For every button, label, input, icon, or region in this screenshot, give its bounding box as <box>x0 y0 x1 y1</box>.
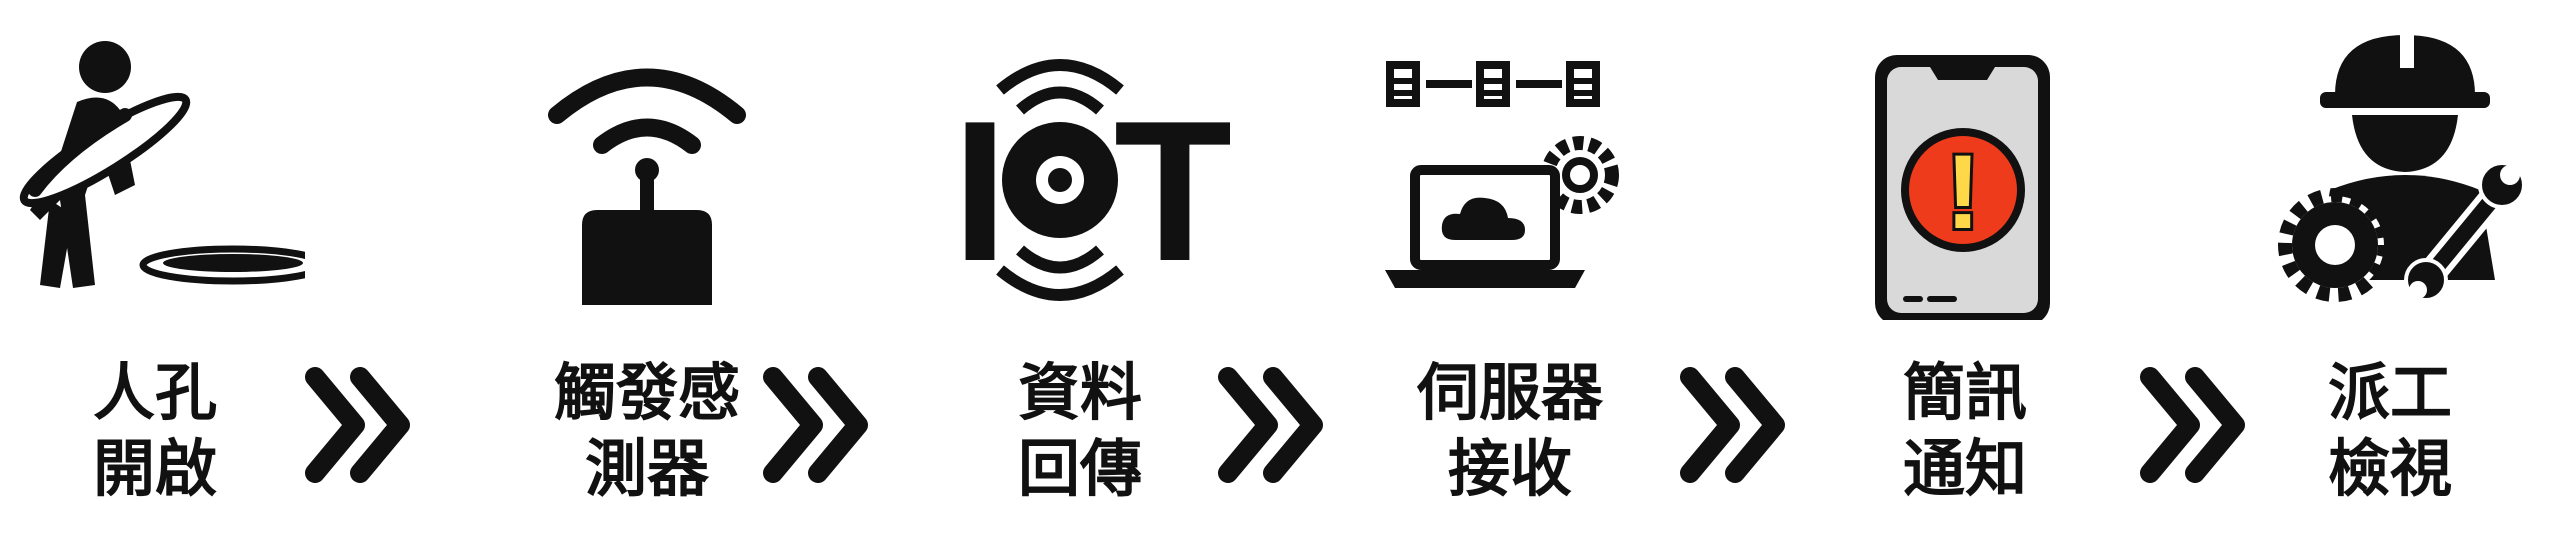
double-chevron-right-icon <box>763 367 868 483</box>
step-label-line1: 人孔 <box>92 356 217 429</box>
step-label-line2: 回傳 <box>1017 432 1142 505</box>
step-label-line1: 資料 <box>1017 356 1142 429</box>
step-label-line2: 檢視 <box>2327 432 2452 505</box>
iot-letter-i: I <box>952 80 1008 303</box>
step-label-line2: 接收 <box>1447 432 1572 505</box>
double-chevron-right-icon <box>1680 367 1785 483</box>
double-chevron-right-icon <box>1218 367 1323 483</box>
step-server-receive: 伺服器 接收 <box>1360 0 1660 555</box>
step-sms-notify: ! 簡訊 通知 <box>1815 0 2115 555</box>
step-label-line2: 測器 <box>584 432 709 505</box>
step-label: 伺服器 接收 <box>1360 355 1660 507</box>
step-label: 資料 回傳 <box>930 355 1230 507</box>
step-data-return: I T 資料 回傳 <box>930 0 1230 555</box>
step-label: 簡訊 通知 <box>1815 355 2115 507</box>
wireless-trigger-sensor-icon <box>548 68 746 305</box>
step-label-line1: 派工 <box>2327 356 2452 429</box>
step-dispatch-inspect: 派工 檢視 <box>2240 0 2540 555</box>
worker-gear-wrench-icon <box>2278 28 2526 302</box>
alert-exclamation: ! <box>1946 134 1981 251</box>
step-manhole-open: 人孔 開啟 <box>5 0 305 555</box>
phone-alert-icon: ! <box>1875 55 2050 320</box>
step-label-line1: 簡訊 <box>1902 356 2027 429</box>
iot-letter-t: T <box>1114 80 1230 303</box>
step-label: 觸發感 測器 <box>497 355 797 507</box>
iot-signal-icon: I T <box>952 59 1230 303</box>
worker-lifting-manhole-cover-icon <box>19 41 305 288</box>
step-label: 人孔 開啟 <box>5 355 305 507</box>
step-label-line1: 伺服器 <box>1416 356 1603 429</box>
step-trigger-sensor: 觸發感 測器 <box>497 0 797 555</box>
double-chevron-right-icon <box>2140 367 2245 483</box>
laptop-cloud-server-icon <box>1385 61 1619 288</box>
step-label-line2: 開啟 <box>92 432 217 505</box>
step-label-line2: 通知 <box>1902 432 2027 505</box>
step-label-line1: 觸發感 <box>553 356 740 429</box>
double-chevron-right-icon <box>305 367 410 483</box>
step-label: 派工 檢視 <box>2240 355 2540 507</box>
